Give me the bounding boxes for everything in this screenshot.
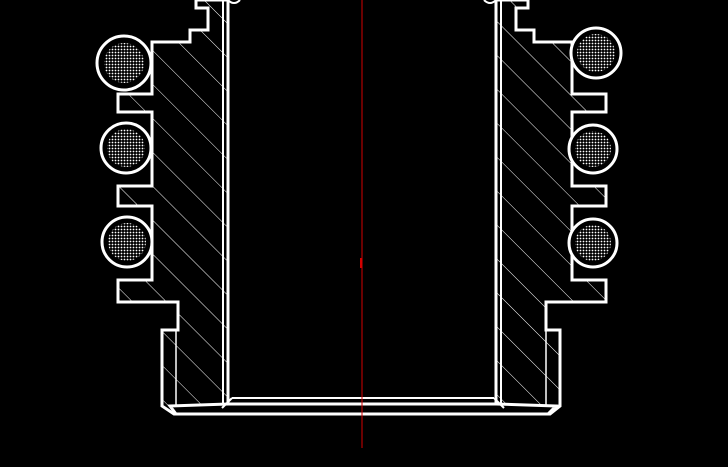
bottom-base-plate xyxy=(167,402,560,416)
top-left-bore-arc xyxy=(227,0,241,4)
seal-ring-core xyxy=(575,225,611,261)
base-plate-right-bevel xyxy=(493,397,505,409)
seal-ring-core xyxy=(104,43,144,83)
right-wall-section xyxy=(494,0,608,416)
top-right-bore-arc xyxy=(483,0,497,4)
seal-ring-core xyxy=(107,129,145,167)
base-plate-left-bevel xyxy=(221,397,233,409)
seal-ring-core xyxy=(575,131,611,167)
left-wall-section xyxy=(116,0,230,416)
left-seal-rings xyxy=(95,34,154,269)
seal-ring-core xyxy=(577,34,615,72)
seal-ring-core xyxy=(108,223,146,261)
right-seal-rings xyxy=(567,26,623,269)
